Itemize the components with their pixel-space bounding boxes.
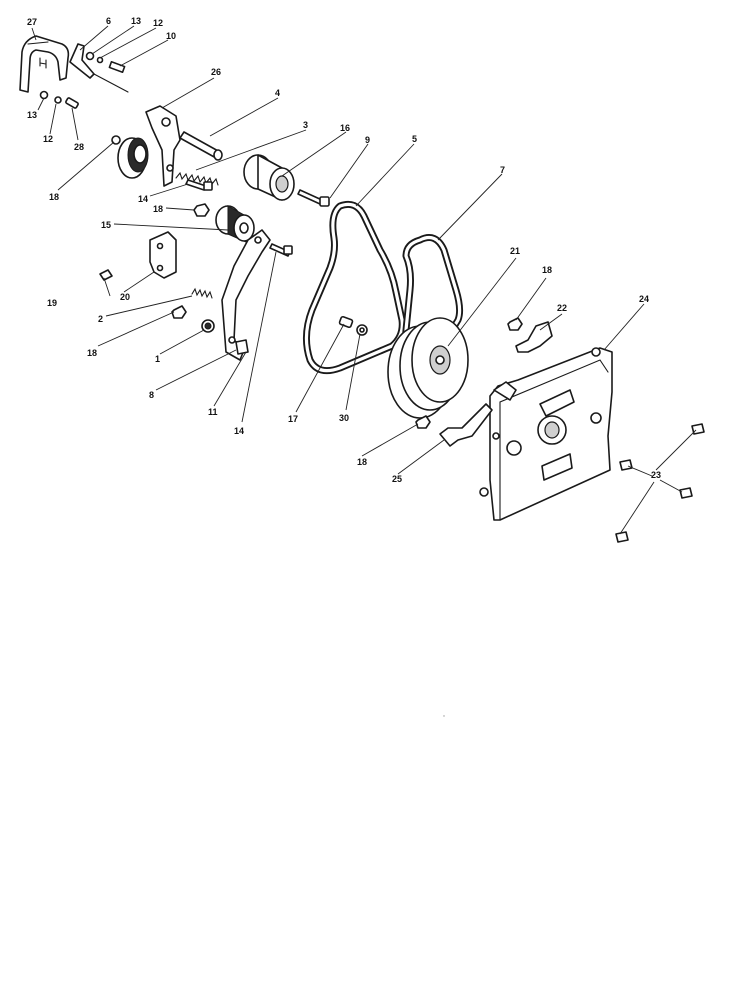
callout-22: 22 (557, 303, 567, 313)
callout-26: 26 (211, 67, 221, 77)
callout-25: 25 (392, 474, 402, 484)
callout-18-b: 18 (153, 204, 163, 214)
part-13-12-hardware-top (85, 51, 126, 74)
part-18-nut-lower (415, 415, 431, 429)
callout-12-left: 12 (43, 134, 53, 144)
stray-dot (443, 715, 445, 717)
part-18-nut-left (171, 305, 187, 319)
part-2-spring (191, 287, 213, 299)
part-5-belt (303, 200, 406, 375)
callout-19: 19 (47, 298, 57, 308)
callout-20: 20 (120, 292, 130, 302)
callout-2: 2 (98, 314, 103, 324)
callout-1: 1 (155, 354, 160, 364)
part-4-pin (179, 131, 223, 161)
callout-30: 30 (339, 413, 349, 423)
part-20-mount-plate (149, 231, 177, 279)
part-15-idler-pulley-upper (111, 135, 149, 179)
part-14-bolt-lower (269, 243, 293, 257)
callout-18-c: 18 (87, 348, 97, 358)
callout-18-d: 18 (542, 265, 552, 275)
part-16-flat-idler (243, 154, 295, 201)
callout-7: 7 (500, 165, 505, 175)
callout-6: 6 (106, 16, 111, 26)
part-13-12-28-hardware-left (39, 90, 79, 109)
callout-10: 10 (166, 31, 176, 41)
part-22-bracket (515, 321, 553, 353)
part-25-lever (439, 403, 493, 447)
part-14-bolt-upper (185, 179, 213, 191)
callout-3: 3 (303, 120, 308, 130)
callout-14-upper: 14 (138, 194, 148, 204)
part-27-bracket (19, 35, 70, 93)
callout-8: 8 (149, 390, 154, 400)
part-17-shoulder-bolt (338, 315, 354, 329)
part-21-drive-pulley (387, 317, 469, 419)
callout-15: 15 (101, 220, 111, 230)
callout-11: 11 (208, 407, 218, 417)
part-30-washer (356, 324, 368, 336)
part-6-lever (69, 43, 129, 93)
part-15-idler-pulley-lower (215, 205, 255, 243)
callout-18-e: 18 (357, 457, 367, 467)
part-8-pin (235, 339, 249, 355)
part-18-nut-upper (193, 203, 210, 217)
callout-13-top: 13 (131, 16, 141, 26)
part-9-bolt (297, 189, 330, 207)
part-18-nut-right (507, 317, 523, 331)
part-19-screw (99, 269, 113, 281)
part-24-main-plate (479, 347, 613, 521)
callout-5: 5 (412, 134, 417, 144)
callout-21: 21 (510, 246, 520, 256)
callout-18-a: 18 (49, 192, 59, 202)
part-23-screws (615, 423, 705, 543)
callout-4: 4 (275, 88, 280, 98)
callout-27: 27 (27, 17, 37, 27)
part-1-bushing (201, 319, 215, 333)
callout-17: 17 (288, 414, 298, 424)
callout-24: 24 (639, 294, 649, 304)
callout-16: 16 (340, 123, 350, 133)
callout-labels: 27 6 13 12 10 13 12 28 26 4 3 16 9 5 7 1… (27, 16, 661, 484)
callout-13-left: 13 (27, 110, 37, 120)
callout-28: 28 (74, 142, 84, 152)
callout-9: 9 (365, 135, 370, 145)
leader-lines (31, 25, 697, 535)
callout-23: 23 (651, 470, 661, 480)
part-11-idler-arm (221, 229, 271, 361)
callout-14-lower: 14 (234, 426, 244, 436)
part-26-idler-arm (145, 105, 181, 187)
callout-12-top: 12 (153, 18, 163, 28)
